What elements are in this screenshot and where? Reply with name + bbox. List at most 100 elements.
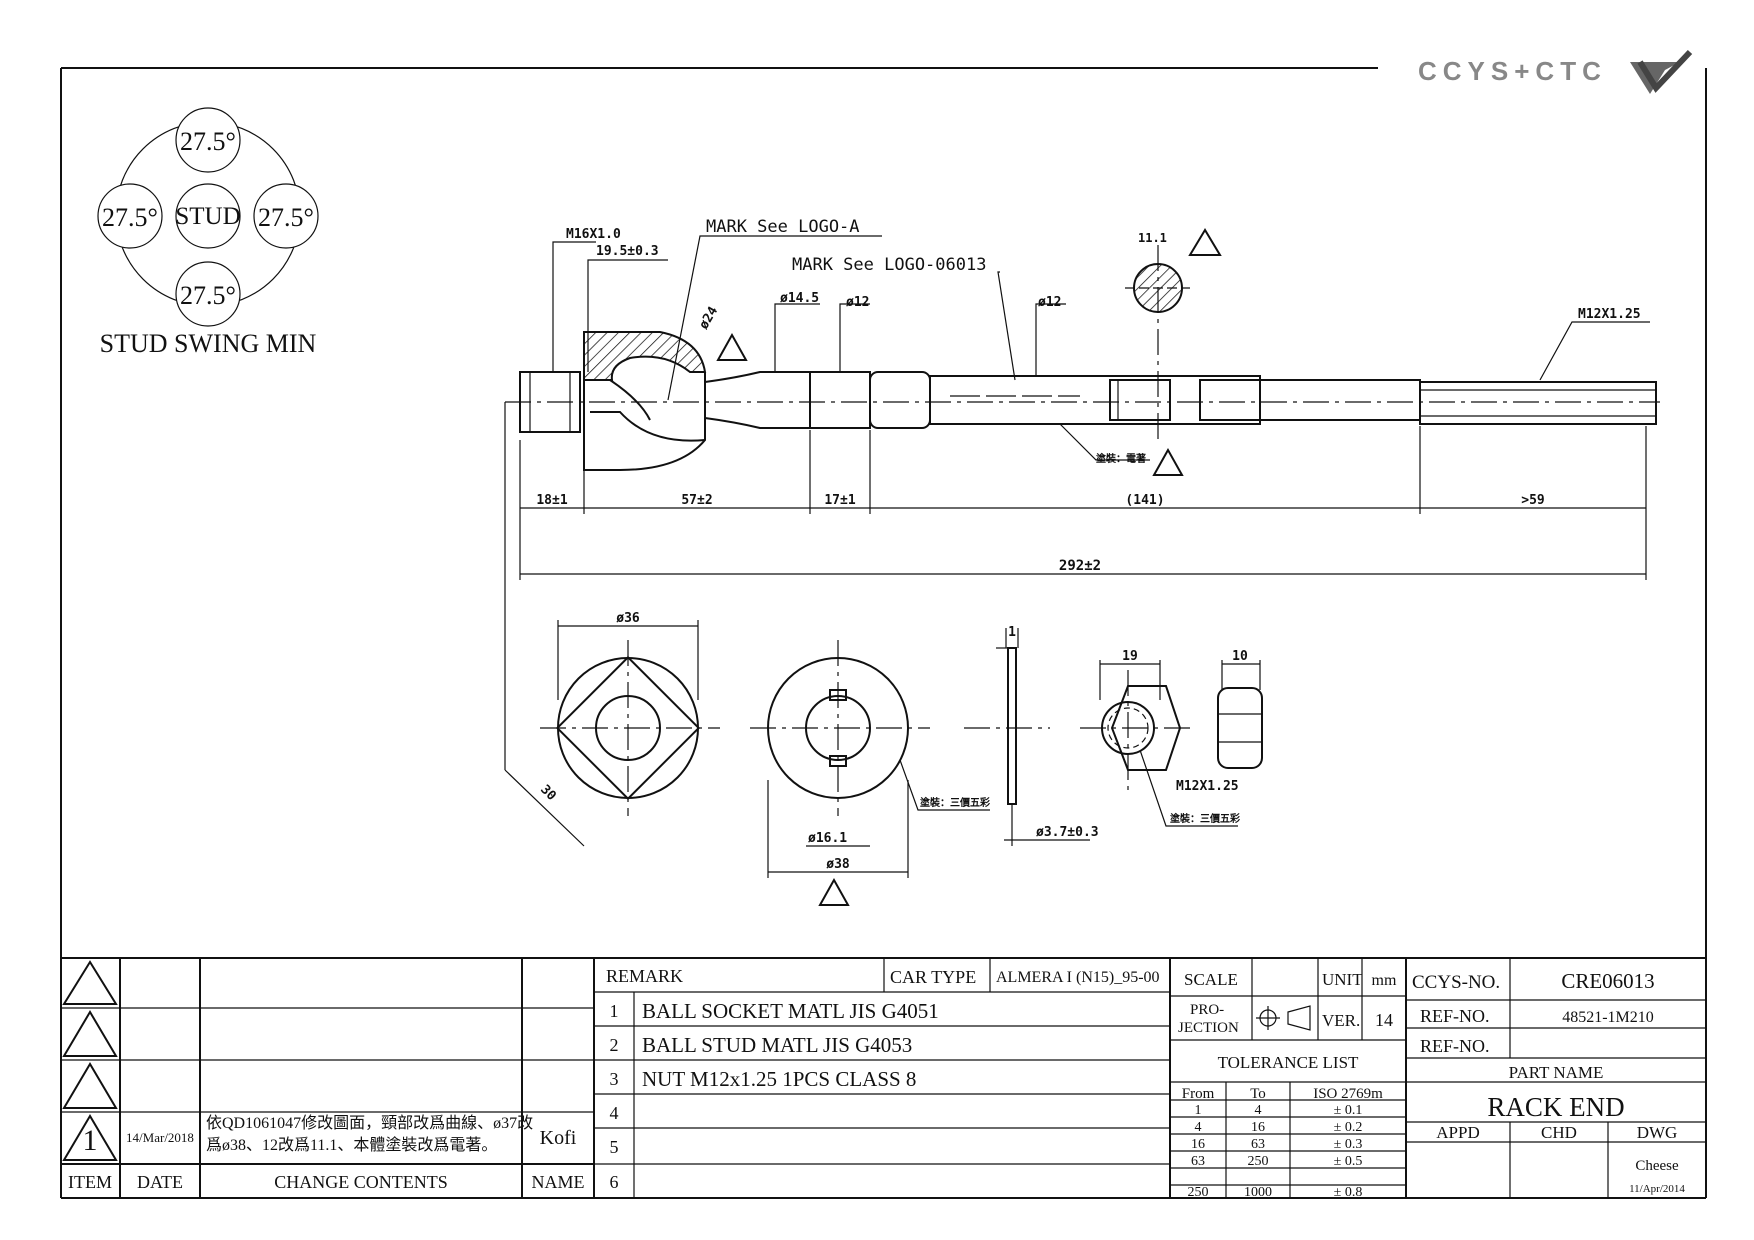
ref2-label: REF-NO. [1420,1036,1490,1056]
socket-end-view: ø36 30 [504,611,720,847]
dim-phi36: ø36 [616,611,640,626]
side-view-dimensions: M16X1.0 19.5±0.3 MARK See LOGO-A MARK Se… [536,217,1640,574]
dwg-name: Cheese [1635,1158,1679,1174]
dim-10: 10 [1232,649,1248,664]
coat-note-3: 塗裝：三價五彩 [1170,812,1240,825]
chd-label: CHD [1541,1123,1577,1142]
tol-from-header: From [1182,1086,1215,1102]
swing-center: STUD [175,203,240,230]
hdr-content: CHANGE CONTENTS [274,1172,448,1192]
logo-text: CCYS+CTC [1418,56,1607,86]
tol-val-1: ± 0.1 [1334,1103,1363,1118]
dim-11-1: 11.1 [1138,231,1167,245]
dim-59: >59 [1521,493,1544,508]
dim-phi3-7: ø3.7±0.3 [1036,825,1099,840]
dim-phi12-a: ø12 [846,295,869,310]
dim-phi16-1: ø16.1 [808,831,847,846]
tol-val-2: ± 0.2 [1334,1120,1363,1135]
remark-header: REMARK [606,966,683,986]
dim-57: 57±2 [681,493,712,508]
nut-side-view: 10 [1217,649,1263,769]
remark-text-2: BALL STUD MATL JIS G4053 [642,1033,912,1057]
dim-m12-nut: M12X1.25 [1176,779,1239,794]
ref1-label: REF-NO. [1420,1006,1490,1026]
rev-content-2: 爲ø38、12改爲11.1、本體塗裝改爲電著。 [206,1135,497,1154]
tol-from-1: 1 [1195,1103,1202,1118]
dim-30: 30 [537,782,559,804]
stud-swing-diagram: 27.5° 27.5° STUD 27.5° 27.5° STUD SWING … [97,107,319,358]
hdr-item: ITEM [68,1172,112,1192]
remark-table: REMARK CAR TYPE ALMERA I (N15)_95-00 1 B… [606,966,1160,1192]
tol-to-3: 63 [1251,1137,1265,1152]
scale-tolerance-block: SCALE UNIT mm PRO- JECTION VER. 14 TOLER… [1178,970,1397,1200]
scale-label: SCALE [1184,970,1238,989]
car-type-value: ALMERA I (N15)_95-00 [996,969,1160,986]
tol-to-1: 4 [1255,1103,1262,1118]
remark-no-1: 1 [610,1001,619,1021]
coat-note: 塗裝：電著 [1096,452,1146,465]
dim-292: 292±2 [1059,558,1101,574]
projection-label-1: PRO- [1190,1002,1224,1018]
rev-content-1: 依QD1061047修改圖面，頸部改爲曲線、ø37改 [206,1114,533,1132]
unit-label: UNIT [1322,970,1363,989]
tol-from-3: 16 [1191,1137,1205,1152]
part-name-label: PART NAME [1509,1063,1604,1082]
dim-phi14-5: ø14.5 [780,291,819,306]
ref1-value: 48521-1M210 [1562,1009,1654,1026]
swing-caption: STUD SWING MIN [100,329,317,358]
dim-1: 1 [1008,625,1016,640]
washer-side-view: 1 ø3.7±0.3 [964,625,1099,846]
dim-19: 19 [1122,649,1138,664]
tol-to-4: 250 [1248,1154,1269,1169]
unit-value: mm [1372,972,1397,989]
revision-table: 1 14/Mar/2018 依QD1061047修改圖面，頸部改爲曲線、ø37改… [68,1114,585,1192]
remark-no-3: 3 [610,1069,619,1089]
tol-val-5: ± 0.8 [1334,1185,1363,1200]
tol-val-4: ± 0.5 [1334,1154,1363,1169]
swing-bottom: 27.5° [180,281,236,310]
ver-label: VER. [1322,1011,1360,1030]
swing-right: 27.5° [258,203,314,232]
title-block-grid [61,957,1706,1198]
rev-date: 14/Mar/2018 [126,1130,194,1145]
tol-from-5: 250 [1188,1185,1209,1200]
company-logo: CCYS+CTC [1418,49,1693,94]
appd-label: APPD [1436,1123,1479,1142]
dim-mark-a: MARK See LOGO-A [706,217,860,237]
hdr-name: NAME [532,1172,585,1192]
dim-phi24: ø24 [696,304,721,332]
coat-note-2: 塗裝：三價五彩 [920,796,990,809]
ver-value: 14 [1375,1010,1393,1030]
tol-from-4: 63 [1191,1154,1205,1169]
tol-to-2: 16 [1251,1120,1265,1135]
dim-17: 17±1 [824,493,855,508]
tol-val-3: ± 0.3 [1334,1137,1363,1152]
tol-to-header: To [1250,1086,1266,1102]
dim-m16: M16X1.0 [566,227,621,242]
swing-top: 27.5° [180,127,236,156]
dim-m12: M12X1.25 [1578,307,1641,322]
dim-mark-b: MARK See LOGO-06013 [792,255,986,275]
dim-phi38: ø38 [826,857,850,872]
remark-no-5: 5 [610,1137,619,1157]
tol-iso-header: ISO 2769m [1313,1086,1383,1102]
rev-name: Kofi [540,1127,577,1149]
washer-view: ø16.1 ø38 塗裝：三價五彩 [750,640,990,878]
ccys-label: CCYS-NO. [1412,972,1500,993]
rev-item: 1 [83,1124,98,1157]
rack-end-side-view [504,228,1660,906]
ccys-value: CRE06013 [1561,969,1654,993]
sheet-border [60,67,1707,1199]
projection-label-2: JECTION [1178,1020,1239,1036]
swing-left: 27.5° [102,203,158,232]
car-type-label: CAR TYPE [890,967,976,987]
nut-view: 19 M12X1.25 塗裝：三價五彩 [1080,649,1240,827]
remark-text-1: BALL SOCKET MATL JIS G4051 [642,999,939,1023]
dwg-label: DWG [1637,1123,1678,1142]
remark-no-2: 2 [610,1035,619,1055]
tol-to-5: 1000 [1244,1185,1272,1200]
dwg-date: 11/Apr/2014 [1629,1183,1685,1195]
dim-19-5: 19.5±0.3 [596,244,659,259]
dim-18: 18±1 [536,493,567,508]
